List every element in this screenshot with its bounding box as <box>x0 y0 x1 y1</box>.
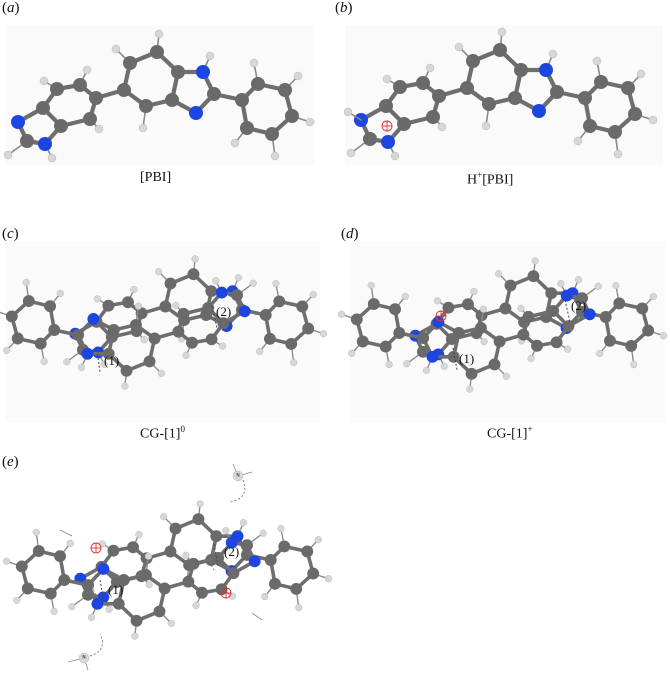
panel-b: (b) H+[PBI] <box>335 0 670 200</box>
panel-label-b: (b) <box>335 0 353 16</box>
hbond-label-1: (1) <box>108 582 123 597</box>
caption-a: [PBI] <box>140 170 172 185</box>
molecule-pbi <box>3 29 315 163</box>
caption-b: H+[PBI] <box>467 170 514 188</box>
solvent-n-bottom: N <box>82 655 85 661</box>
panel-label-e: (e) <box>2 454 19 470</box>
hbond-label-2: (2) <box>571 298 586 313</box>
hbond-label-2: (2) <box>216 304 231 319</box>
molecule-cg1-neutral: (1) (2) <box>0 253 329 392</box>
panel-label-a: (a) <box>2 0 20 16</box>
panel-label-d: (d) <box>341 226 359 242</box>
panel-c: (c) (1) (2) CG-[1]0 <box>0 200 330 450</box>
caption-d: CG-[1]+ <box>487 424 533 442</box>
panel-e: (e) (1) (2) N N <box>0 450 334 682</box>
panel-a: (a) <box>0 0 330 200</box>
hbond-label-1: (1) <box>104 353 119 368</box>
caption-c: CG-[1]0 <box>140 424 185 442</box>
solvent-n-top: N <box>236 473 239 479</box>
hbond-label-2: (2) <box>224 544 239 559</box>
molecule-cg1-solvated: (1) (2) N N <box>1 463 334 671</box>
panel-label-c: (c) <box>2 226 19 242</box>
hbond-label-1: (1) <box>459 351 474 366</box>
molecule-hpbi <box>343 0 670 170</box>
panel-d: (d) (1) (2) CG-[1]+ <box>335 200 670 450</box>
molecule-cg1-cation: (1) (2) <box>336 255 669 395</box>
